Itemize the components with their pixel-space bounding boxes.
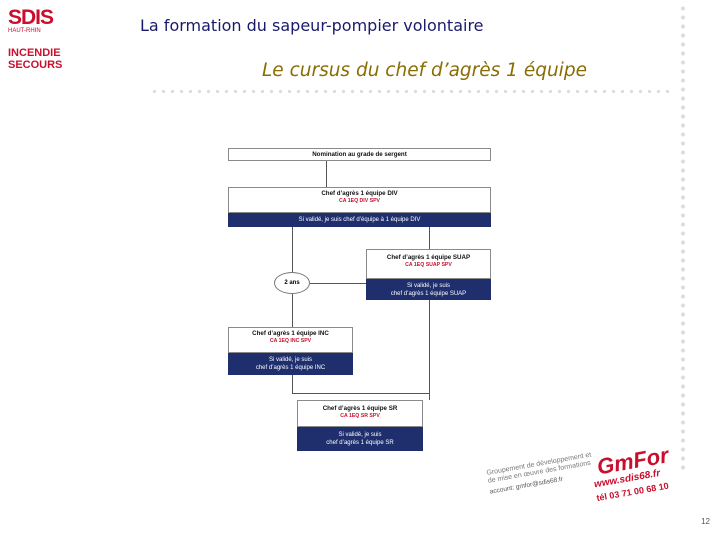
page-number: 12 [701,517,710,526]
sr-title: Chef d’agrès 1 équipe SR [322,405,398,412]
logo-text-incendie: INCENDIE [8,47,61,59]
div-training-box: Chef d’agrès 1 équipe DIV CA 1EQ DIV SPV [228,187,491,213]
inc-code: CA 1EQ INC SPV [269,338,312,344]
connector [326,161,327,187]
div-title: Chef d’agrès 1 équipe DIV [321,190,398,197]
logo-text-sdis: SDIS [8,6,54,29]
connector [429,300,430,400]
connector [292,375,293,393]
sdis-logo: SDIS HAUT-RHIN INCENDIE SECOURS [8,6,63,90]
inc-validation-box: Si validé, je suis chef d’agrès 1 équipe… [228,353,353,375]
sr-code: CA 1EQ SR SPV [340,413,380,419]
delay-oval: 2 ans [274,272,310,294]
suap-training-box: Chef d’agrès 1 équipe SUAP CA 1EQ SUAP S… [366,249,491,279]
dotted-divider [150,89,674,94]
connector [292,393,430,394]
connector [429,227,430,249]
dotted-border-right [680,4,686,470]
div-validation-box: Si validé, je suis chef d’équipe à 1 équ… [228,213,491,227]
nomination-label: Nomination au grade de sergent [312,151,407,158]
nomination-box: Nomination au grade de sergent [228,148,491,161]
inc-training-box: Chef d’agrès 1 équipe INC CA 1EQ INC SPV [228,327,353,353]
sr-validation-box: Si validé, je suis chef d’agrès 1 équipe… [297,427,423,451]
connector [310,283,366,284]
logo-text-secours: SECOURS [8,59,63,71]
suap-title: Chef d’agrès 1 équipe SUAP [386,254,471,261]
page-subtitle: Le cursus du chef d’agrès 1 équipe [262,60,587,81]
logo-text-region: HAUT-RHIN [8,28,41,34]
gmfor-watermark: Groupement de développement et de mise e… [486,434,705,539]
sr-training-box: Chef d’agrès 1 équipe SR CA 1EQ SR SPV [297,400,423,427]
suap-validation-box: Si validé, je suis chef d’agrès 1 équipe… [366,279,491,300]
div-code: CA 1EQ DIV SPV [338,198,381,204]
suap-code: CA 1EQ SUAP SPV [405,262,452,268]
inc-title: Chef d’agrès 1 équipe INC [252,330,329,337]
page-title: La formation du sapeur-pompier volontair… [140,16,484,35]
